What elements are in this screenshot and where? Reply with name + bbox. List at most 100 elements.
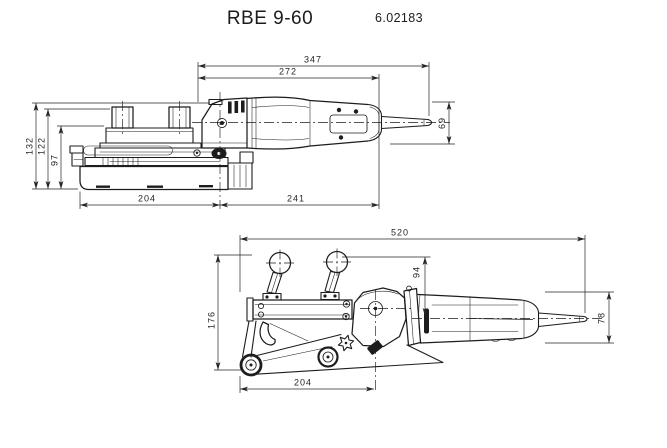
dim-204-top: 204 — [80, 194, 220, 206]
dim-label-94: 94 — [412, 266, 422, 278]
gear-head-outline — [351, 287, 407, 348]
gear-housing-outline — [201, 97, 248, 149]
arrowhead — [33, 103, 39, 111]
star-knob — [337, 334, 355, 352]
nameplate-screw — [336, 107, 342, 113]
arrowhead — [606, 335, 612, 343]
guide-post-left — [111, 106, 134, 129]
bar-bolt — [342, 312, 350, 321]
arrowhead — [371, 75, 379, 81]
base-plate-slots — [96, 185, 213, 188]
side-view-dimensions: 520 176 94 78 204 — [207, 228, 614, 393]
axis-hole — [216, 117, 228, 129]
model-title: RBE 9-60 — [226, 8, 314, 29]
arrowhead — [212, 202, 220, 208]
arrowhead — [366, 386, 374, 392]
frame-assembly — [239, 297, 444, 377]
dim-204-bottom: 204 — [240, 378, 374, 390]
belt-arm-step — [239, 151, 254, 164]
dim-label-132: 132 — [25, 137, 35, 155]
arrowhead — [421, 63, 429, 69]
article-number: 6.02183 — [375, 11, 423, 25]
cable-gland — [380, 115, 429, 130]
guide-post-right — [168, 106, 191, 129]
dim-label-78: 78 — [597, 312, 607, 324]
handle-assembly — [262, 250, 349, 301]
main-bar — [252, 299, 353, 320]
dim-label-69: 69 — [437, 117, 447, 129]
bar-bolt — [342, 300, 351, 308]
nameplate-screw — [353, 109, 359, 114]
top-view-dimensions: 347 272 132 122 97 204 241 69 — [25, 55, 455, 209]
arrowhead — [58, 181, 64, 189]
trigger-lever — [259, 321, 276, 346]
lower-plate — [250, 344, 444, 376]
arrowhead — [422, 308, 428, 316]
motor-barrel — [246, 96, 369, 106]
arrowhead — [240, 236, 248, 242]
dim-label-241: 241 — [287, 194, 305, 204]
top-view-centerlines — [122, 92, 450, 209]
arrowhead — [220, 202, 228, 208]
rear-cap-side — [520, 299, 540, 340]
arrowhead — [45, 181, 51, 189]
arrowhead — [606, 292, 612, 300]
slide-plate — [83, 145, 173, 156]
dim-97: 97 — [50, 126, 62, 189]
dim-label-204-top: 204 — [138, 194, 156, 204]
arrowhead — [58, 126, 64, 134]
dimension-arrowheads — [33, 63, 612, 392]
side-view-centerlines — [266, 248, 602, 392]
arrowhead — [198, 75, 206, 81]
arrowhead — [240, 386, 248, 392]
left-clamp — [69, 145, 84, 167]
cable-gland-side — [537, 312, 585, 328]
extension-lines — [214, 235, 614, 393]
dim-69: 69 — [437, 102, 450, 144]
arrowhead — [446, 136, 452, 144]
dim-label-97: 97 — [50, 154, 60, 166]
dim-132: 132 — [25, 103, 37, 189]
switch-slider — [367, 340, 383, 355]
dim-label-204-bottom: 204 — [294, 378, 312, 388]
dim-176: 176 — [207, 255, 219, 370]
post-plate — [105, 127, 194, 144]
dim-label-347: 347 — [304, 55, 322, 65]
arrowhead — [422, 257, 428, 265]
front-arm — [241, 320, 257, 358]
gear-housing-top — [201, 97, 248, 149]
arrowhead — [45, 109, 51, 117]
dim-94: 94 — [412, 257, 426, 316]
dim-78: 78 — [597, 292, 610, 343]
dim-122: 122 — [37, 109, 49, 189]
dim-label-520: 520 — [391, 228, 409, 238]
base-plate-outline — [79, 165, 229, 191]
arrowhead — [215, 362, 221, 370]
arrowhead — [446, 102, 452, 110]
head-screw — [193, 149, 201, 157]
extension-lines — [32, 62, 455, 209]
gear-head-side — [351, 285, 422, 348]
dim-241: 241 — [220, 194, 379, 206]
nameplate — [329, 114, 368, 134]
top-view: 347 272 132 122 97 204 241 69 — [25, 55, 455, 209]
motor-top — [246, 96, 433, 150]
vent-grille — [228, 100, 245, 114]
arrowhead — [577, 236, 585, 242]
arrowhead — [80, 202, 88, 208]
dim-520: 520 — [240, 228, 585, 240]
front-roller — [239, 353, 263, 377]
mid-roller — [317, 346, 339, 368]
arrowhead — [371, 202, 379, 208]
arrowhead — [33, 181, 39, 189]
dim-label-176: 176 — [207, 311, 217, 329]
dim-label-122: 122 — [37, 137, 47, 155]
arrowhead — [215, 255, 221, 263]
nameplate-screw — [338, 135, 344, 140]
motor-flange — [403, 287, 422, 347]
dim-272: 272 — [198, 67, 379, 79]
dim-label-272: 272 — [279, 67, 297, 77]
arrowhead — [198, 63, 206, 69]
